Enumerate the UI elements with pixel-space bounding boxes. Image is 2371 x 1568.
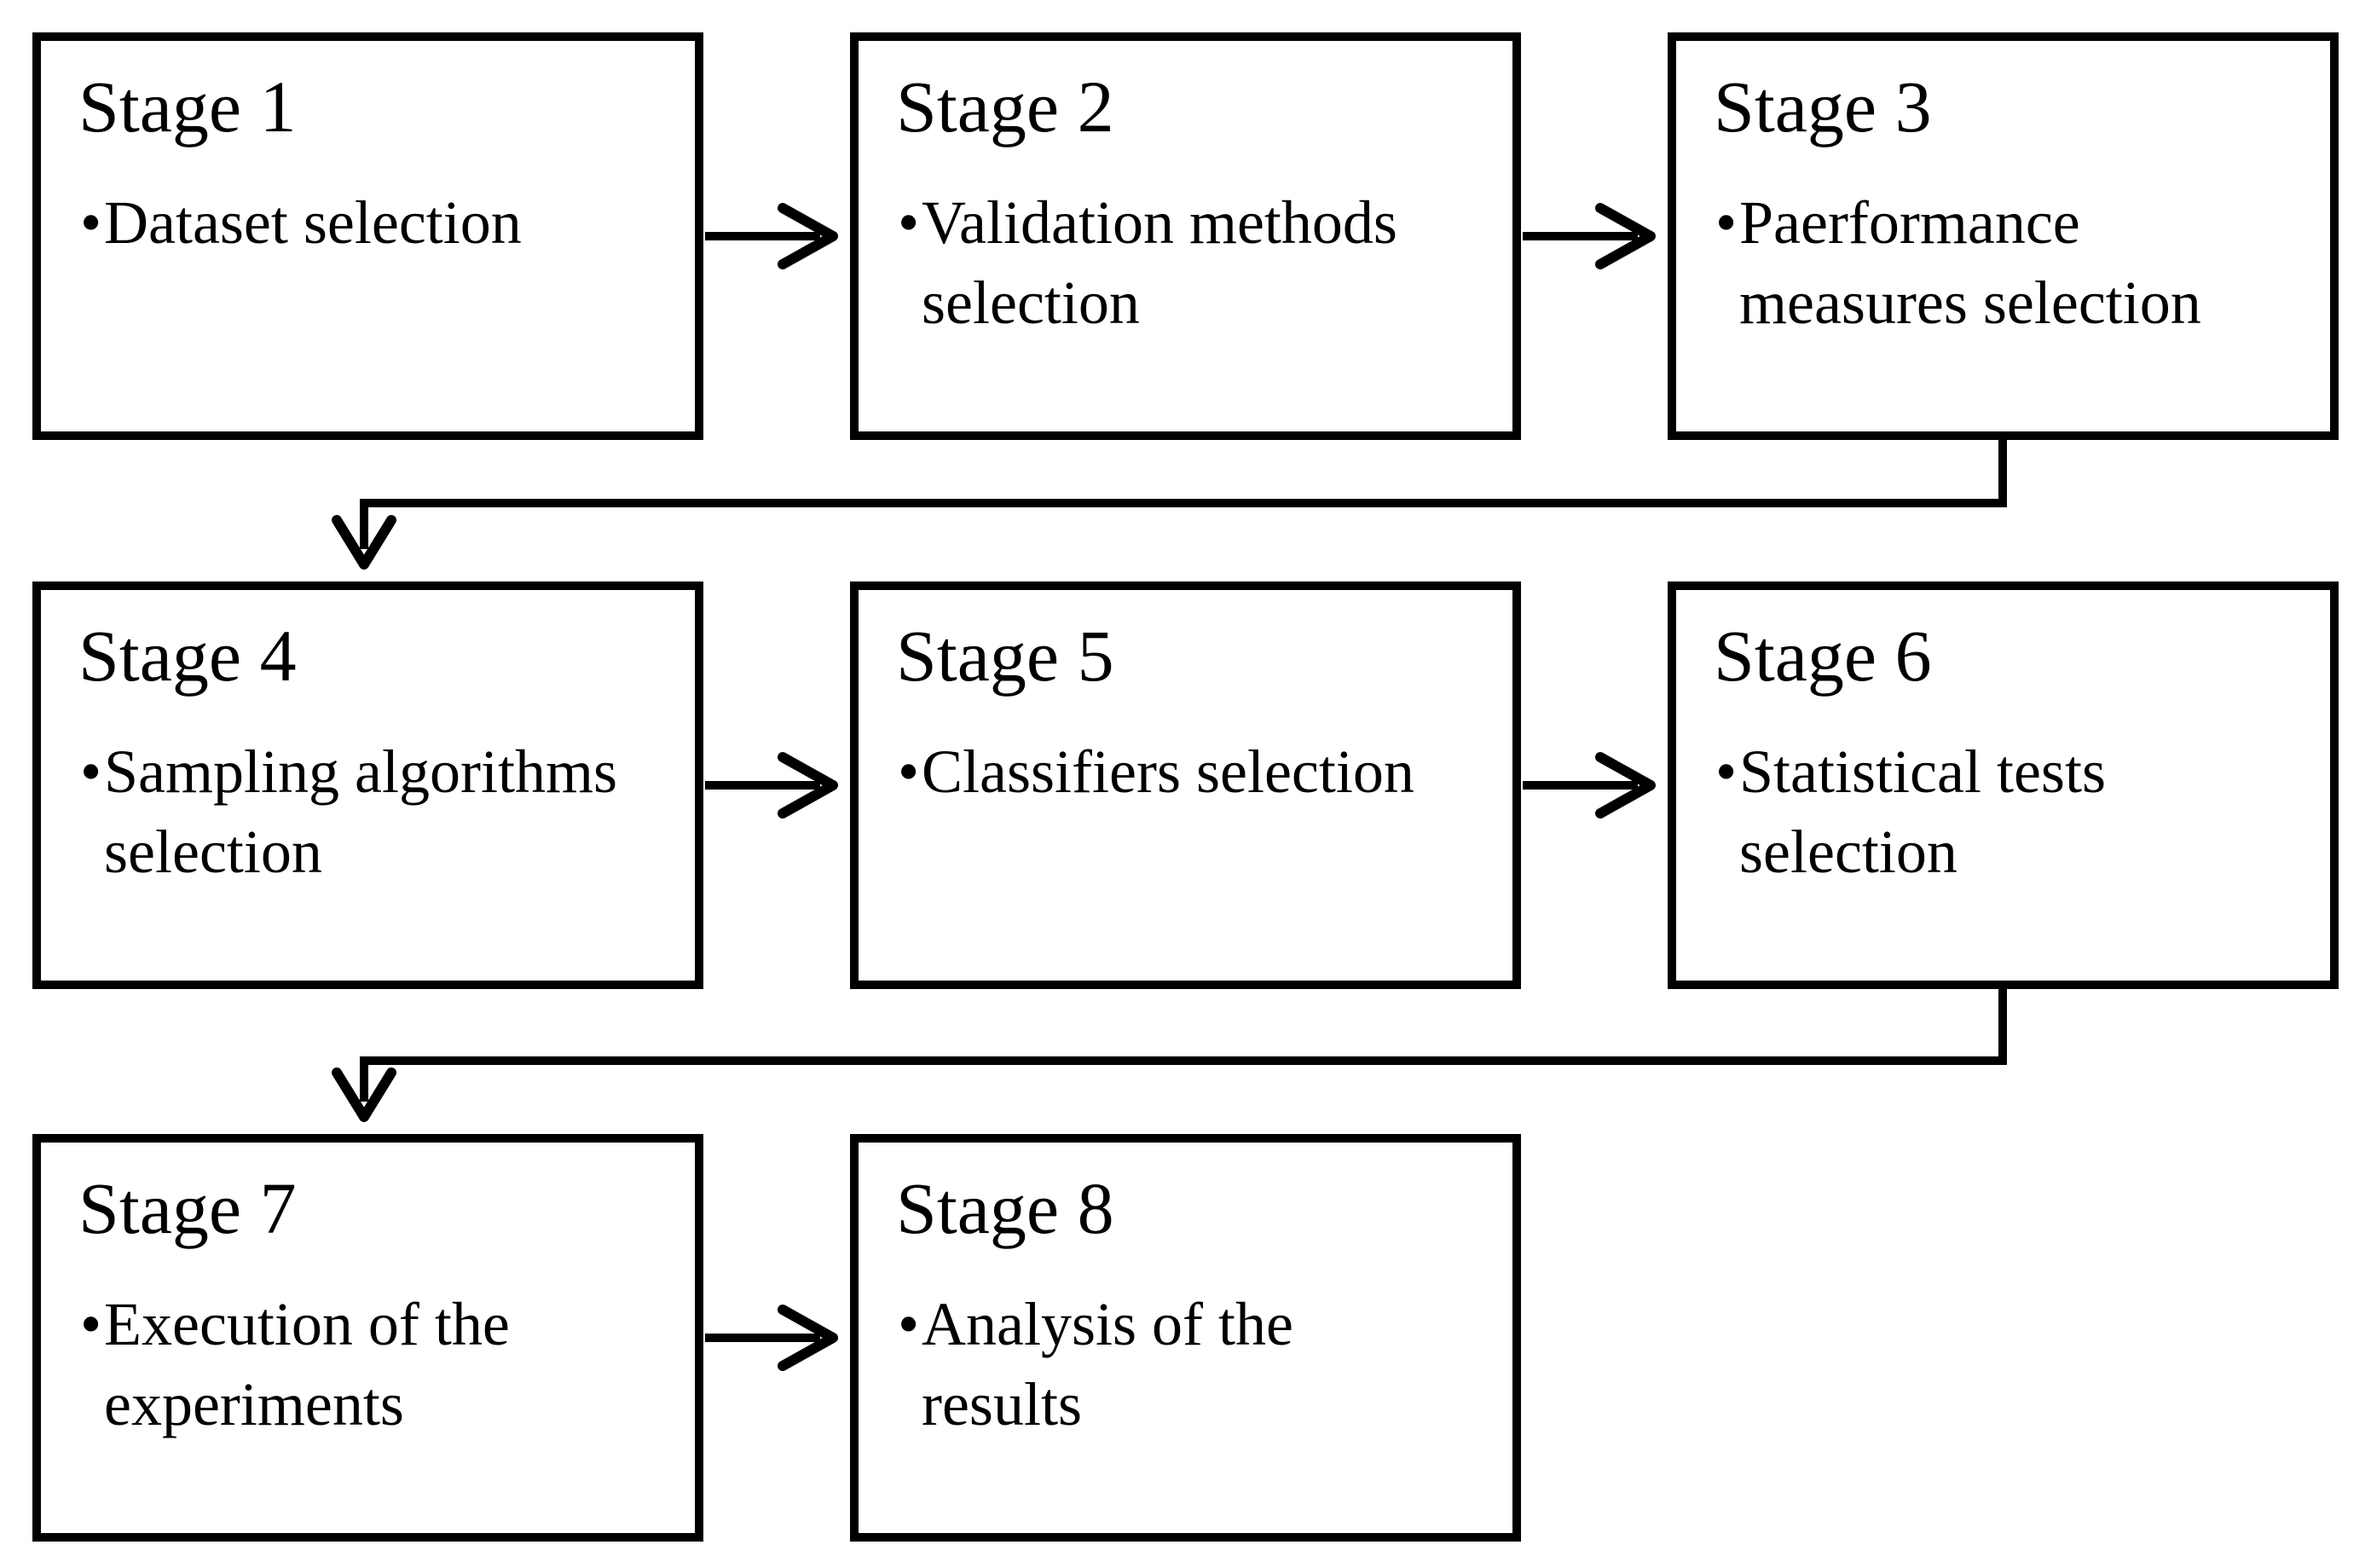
stage-box-1: Stage 1 • Dataset selection <box>32 32 703 440</box>
bullet-item: • Paerformance measures selection <box>1714 183 2304 343</box>
bullet-icon: • <box>80 1290 102 1359</box>
arrow-right-icon <box>778 1305 838 1371</box>
bullet-text: Paerformance measures selection <box>1739 188 2201 337</box>
arrow-down-icon <box>332 1068 396 1122</box>
arrow-down-icon <box>332 515 396 570</box>
connector-stage2-to-stage3 <box>1523 203 1656 269</box>
stage-title: Stage 7 <box>78 1167 297 1249</box>
bullet-text: Classifiers selection <box>922 738 1414 807</box>
stage-title: Stage 5 <box>896 615 1114 697</box>
stage-box-3: Stage 3 • Paerformance measures selectio… <box>1668 32 2339 440</box>
connector-stage7-to-stage8 <box>705 1305 838 1371</box>
bullet-item: • Statistical tests selection <box>1714 732 2304 892</box>
bullet-item: • Sampling algorithms selection <box>78 732 669 892</box>
stage-box-6: Stage 6 • Statistical tests selection <box>1668 581 2339 989</box>
bullet-item: • Analysis of the results <box>896 1285 1487 1444</box>
elbow-line <box>360 989 2007 1102</box>
connector-stage1-to-stage2 <box>705 203 838 269</box>
stage-title: Stage 2 <box>896 66 1114 148</box>
bullet-icon: • <box>898 1290 920 1359</box>
stage-box-5: Stage 5 • Classifiers selection <box>850 581 1521 989</box>
bullet-icon: • <box>898 738 920 807</box>
bullet-item: • Dataset selection <box>78 183 669 263</box>
arrow-right-icon <box>1595 752 1656 819</box>
stage-box-8: Stage 8 • Analysis of the results <box>850 1134 1521 1542</box>
connector-stage5-to-stage6 <box>1523 752 1656 819</box>
stage-title: Stage 1 <box>78 66 297 148</box>
bullet-text: Dataset selection <box>104 188 522 257</box>
stage-title: Stage 6 <box>1714 615 1932 697</box>
bullet-icon: • <box>898 188 920 257</box>
stage-box-7: Stage 7 • Execution of the experiments <box>32 1134 703 1542</box>
arrow-right-icon <box>778 203 838 269</box>
bullet-text: Execution of the experiments <box>104 1290 510 1438</box>
bullet-text: Statistical tests selection <box>1739 738 2106 886</box>
bullet-icon: • <box>80 738 102 807</box>
stage-box-4: Stage 4 • Sampling algorithms selection <box>32 581 703 989</box>
stage-title: Stage 3 <box>1714 66 1932 148</box>
connector-stage4-to-stage5 <box>705 752 838 819</box>
elbow-line <box>360 440 2007 549</box>
connector-stage6-to-stage7 <box>332 989 2007 1122</box>
bullet-text: Validation methods selection <box>922 188 1397 337</box>
connector-stage3-to-stage4 <box>332 440 2007 570</box>
bullet-item: • Execution of the experiments <box>78 1285 669 1444</box>
bullet-item: • Classifiers selection <box>896 732 1487 813</box>
bullet-text: Analysis of the results <box>922 1290 1293 1438</box>
stage-box-2: Stage 2 • Validation methods selection <box>850 32 1521 440</box>
arrow-right-icon <box>778 752 838 819</box>
bullet-icon: • <box>1715 188 1738 257</box>
arrow-right-icon <box>1595 203 1656 269</box>
bullet-text: Sampling algorithms selection <box>104 738 617 886</box>
stage-title: Stage 4 <box>78 615 297 697</box>
bullet-item: • Validation methods selection <box>896 183 1487 343</box>
stage-title: Stage 8 <box>896 1167 1114 1249</box>
bullet-icon: • <box>80 188 102 257</box>
bullet-icon: • <box>1715 738 1738 807</box>
